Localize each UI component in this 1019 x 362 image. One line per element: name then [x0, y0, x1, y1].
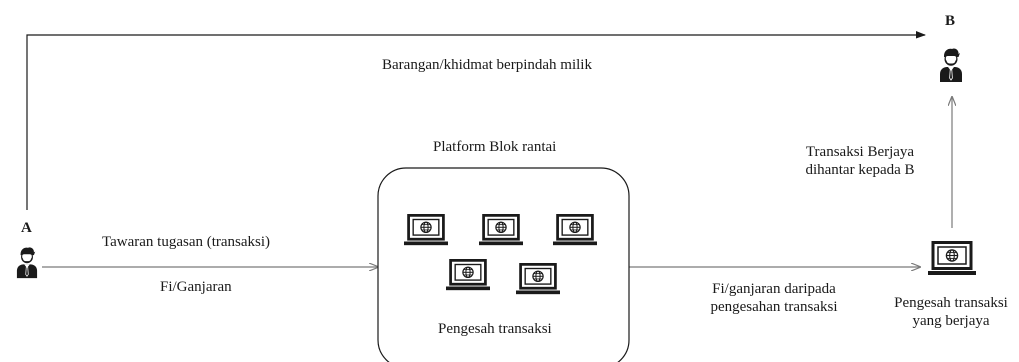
- successful-validator-label: Pengesah transaksi yang berjaya: [866, 294, 1019, 330]
- fee-from-validation-line2: pengesahan transaksi: [710, 299, 838, 315]
- tx-success-line2: dihantar kepada B: [805, 162, 915, 178]
- offer-task-label: Tawaran tugasan (transaksi): [102, 234, 271, 250]
- platform-title: Platform Blok rantai: [433, 139, 557, 155]
- successful-validator-laptop-icon: [928, 241, 976, 277]
- fee-from-validation-line1: Fi/ganjaran daripada: [712, 281, 836, 297]
- successful-validator-line2: yang berjaya: [912, 313, 990, 329]
- person-a-icon: [16, 246, 38, 279]
- fee-label: Fi/Ganjaran: [160, 279, 232, 295]
- successful-validator-line1: Pengesah transaksi: [894, 295, 1008, 311]
- fee-from-validation-label: Fi/ganjaran daripada pengesahan transaks…: [684, 280, 864, 316]
- person-b-icon: [939, 48, 963, 83]
- ownership-transfer-label: Barangan/khidmat berpindah milik: [382, 57, 592, 73]
- ownership-transfer-arrow: [26, 31, 926, 210]
- tx-success-line1: Transaksi Berjaya: [805, 144, 915, 160]
- tx-success-label: Transaksi Berjaya dihantar kepada B: [770, 143, 950, 179]
- actor-b-label: B: [945, 13, 956, 29]
- actor-a-label: A: [21, 220, 32, 236]
- validators-label: Pengesah transaksi: [438, 321, 552, 337]
